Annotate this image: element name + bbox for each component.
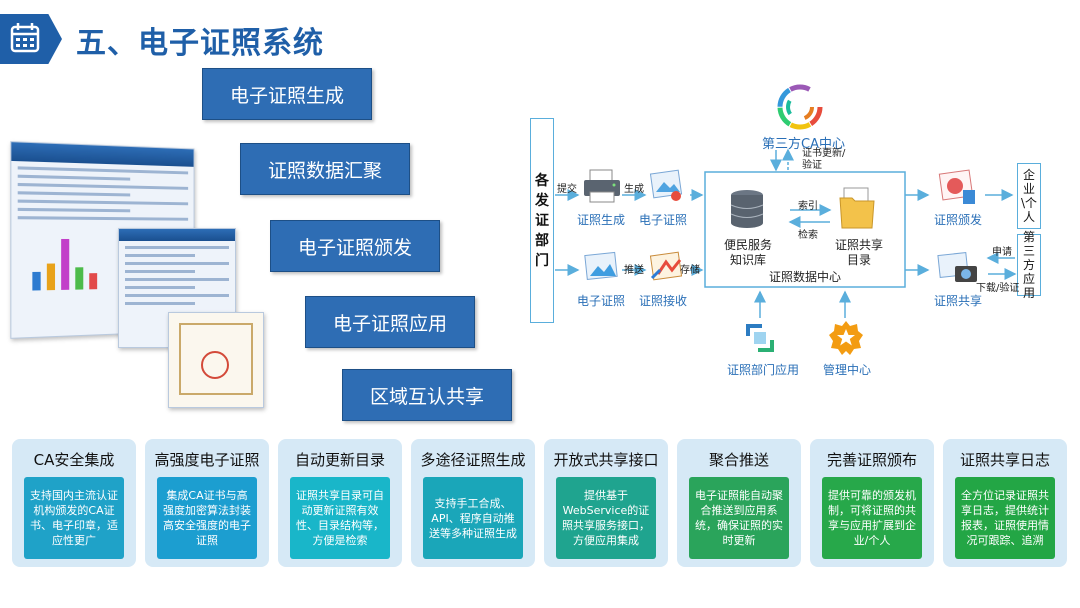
system-screenshot (10, 141, 195, 339)
feature-generate[interactable]: 电子证照生成 (202, 68, 372, 120)
cert-issue-icon (938, 169, 975, 204)
card-high-strength: 高强度电子证照 集成CA证书与高强度加密算法封装高安全强度的电子证照 (145, 439, 269, 567)
cert-generation-label: 证照生成 (577, 213, 626, 227)
card-title: 多途径证照生成 (420, 451, 526, 469)
card-open-interface: 开放式共享接口 提供基于WebService的证照共享服务接口，方便应用集成 (544, 439, 668, 567)
card-title: 高强度电子证照 (154, 451, 260, 469)
knowledge-base-label: 便民服务知识库 (723, 238, 772, 267)
card-title: 证照共享日志 (959, 451, 1050, 469)
card-title: 完善证照颁布 (826, 451, 917, 469)
generate-label: 生成 (624, 184, 644, 195)
ca-logo-icon (777, 84, 823, 130)
download-label: 下载/验证 (976, 283, 1020, 294)
third-app-box: 第三方应用 (1017, 230, 1041, 300)
shared-catalog-label: 证照共享目录 (834, 238, 883, 267)
feature-issue[interactable]: 电子证照颁发 (270, 220, 440, 272)
cert-issue-label: 证照颁发 (934, 213, 983, 227)
card-aggregate-push: 聚合推送 电子证照能自动聚合推送到应用系统，确保证照的实时更新 (677, 439, 801, 567)
folder-icon (839, 187, 875, 229)
card-body: 全方位记录证照共享日志，提供统计报表，证照使用情况可跟踪、追溯 (955, 477, 1055, 559)
card-body: 提供基于WebService的证照共享服务接口，方便应用集成 (556, 477, 656, 559)
camera-icon (937, 252, 977, 282)
store-label: 存储 (680, 265, 700, 276)
cert-receive-label: 证照接收 (639, 294, 688, 308)
apply-label: 申请 (992, 247, 1012, 258)
submit-label: 提交 (557, 184, 577, 195)
feature-apply[interactable]: 电子证照应用 (305, 296, 475, 348)
dept-app-label: 证照部门应用 (727, 363, 800, 377)
card-body: 支持国内主流认证机构颁发的CA证书、电子印章，适应性更广 (24, 477, 124, 559)
e-cert-label: 电子证照 (639, 213, 688, 227)
card-auto-update: 自动更新目录 证照共享目录可自动更新证照有效性、目录结构等，方便是检索 (278, 439, 402, 567)
issuing-departments-box: 各发证部门 (530, 118, 554, 323)
feature-share[interactable]: 区域互认共享 (342, 369, 512, 421)
search-label: 检索 (798, 230, 818, 241)
feature-aggregate[interactable]: 证照数据汇聚 (240, 143, 410, 195)
push-label: 推送 (624, 265, 644, 276)
database-icon (730, 190, 764, 228)
card-body: 集成CA证书与高强度加密算法封装高安全强度的电子证照 (157, 477, 257, 559)
certificate-screenshot (168, 312, 264, 408)
cert-receive-icon (649, 251, 683, 281)
enterprise-box: 企业\个人 (1017, 163, 1041, 229)
mgmt-center-label: 管理中心 (823, 363, 872, 377)
card-title: 开放式共享接口 (553, 451, 659, 469)
cert-update-label: 证书更新/验证 (802, 148, 852, 172)
card-body: 证照共享目录可自动更新证照有效性、目录结构等，方便是检索 (290, 477, 390, 559)
card-issue: 完善证照颁布 提供可靠的颁发机制，可将证照的共享与应用扩展到企业/个人 (810, 439, 934, 567)
index-label: 索引 (798, 201, 818, 212)
header-badge (0, 14, 62, 64)
photo-icon (584, 251, 618, 280)
cert-share-label: 证照共享 (934, 294, 983, 308)
card-body: 电子证照能自动聚合推送到应用系统，确保证照的实时更新 (689, 477, 789, 559)
printer-icon (584, 169, 620, 203)
cert-update-text: 证书更新/验证 (802, 148, 846, 171)
dept-app-icon (746, 324, 774, 352)
certificate-icon (649, 169, 683, 201)
third-party-ca-label: 第三方CA中心 (762, 137, 845, 152)
card-title: 聚合推送 (708, 451, 769, 469)
card-body: 支持手工合成、API、程序自动推送等多种证照生成 (423, 477, 523, 559)
card-title: CA安全集成 (33, 451, 115, 469)
page-title: 五、电子证照系统 (76, 26, 324, 61)
card-body: 提供可靠的颁发机制，可将证照的共享与应用扩展到企业/个人 (822, 477, 922, 559)
calendar-icon (10, 23, 40, 53)
card-share-log: 证照共享日志 全方位记录证照共享日志，提供统计报表，证照使用情况可跟踪、追溯 (943, 439, 1067, 567)
card-title: 自动更新目录 (294, 451, 385, 469)
card-multi-channel: 多途径证照生成 支持手工合成、API、程序自动推送等多种证照生成 (411, 439, 535, 567)
data-center-label: 证照数据中心 (768, 270, 841, 284)
card-ca-security: CA安全集成 支持国内主流认证机构颁发的CA证书、电子印章，适应性更广 (12, 439, 136, 567)
e-cert2-label: 电子证照 (577, 294, 626, 308)
star-badge-icon (829, 321, 863, 355)
